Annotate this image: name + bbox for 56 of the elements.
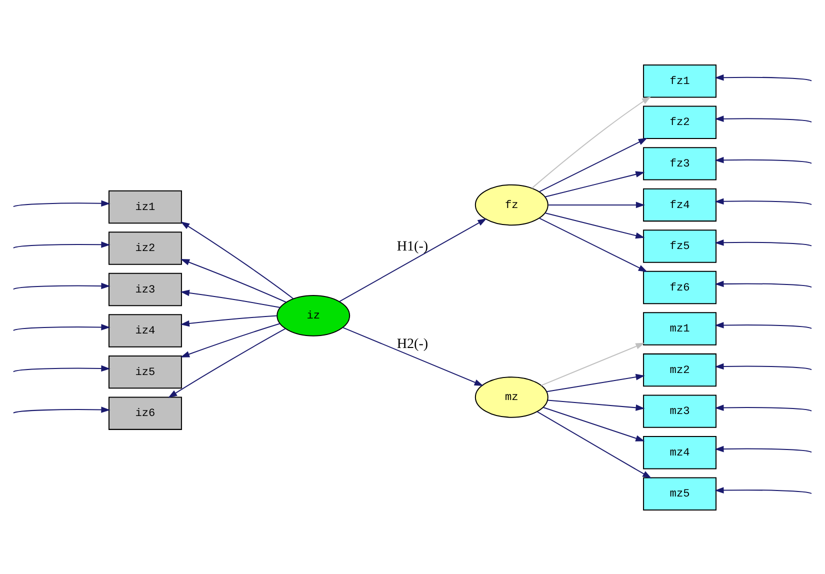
arrow xyxy=(180,289,280,308)
arrow xyxy=(544,170,645,197)
arrow xyxy=(714,238,812,246)
node-box: fz4 xyxy=(643,188,717,222)
arrow xyxy=(542,406,645,441)
arrow xyxy=(544,212,645,238)
node-box: iz4 xyxy=(108,314,182,347)
arrow xyxy=(714,486,812,494)
arrow xyxy=(339,218,487,302)
arrow xyxy=(532,96,651,188)
node-box: fz6 xyxy=(643,270,717,304)
arrow xyxy=(548,201,645,208)
arrow xyxy=(13,200,110,207)
node-box: iz5 xyxy=(108,354,182,388)
arrow xyxy=(714,115,812,122)
arrow xyxy=(13,406,110,414)
node-box: iz3 xyxy=(108,272,182,306)
node-box: fz5 xyxy=(643,229,717,262)
arrow xyxy=(539,217,648,272)
arrow xyxy=(714,445,812,452)
node-box: mz4 xyxy=(643,435,717,469)
arrow xyxy=(168,328,286,398)
arrow xyxy=(714,362,812,370)
arrow xyxy=(13,282,110,290)
edge-label: H1(-) xyxy=(396,238,428,254)
arrow xyxy=(13,241,110,248)
node-box: mz2 xyxy=(643,352,717,386)
arrow xyxy=(714,404,812,411)
arrow xyxy=(714,280,812,288)
node-box: iz1 xyxy=(108,190,182,224)
arrow xyxy=(714,156,812,164)
node-box: mz5 xyxy=(643,476,717,510)
node-box: fz3 xyxy=(643,146,717,180)
arrow xyxy=(180,314,278,326)
arrow xyxy=(180,220,294,299)
arrow xyxy=(548,399,645,410)
arrow xyxy=(714,322,812,328)
node-box: mz1 xyxy=(643,312,717,345)
node-box: fz2 xyxy=(643,105,717,139)
edge-label: H2(-) xyxy=(396,336,428,352)
arrow xyxy=(180,322,280,357)
arrow xyxy=(536,410,652,478)
arrow xyxy=(539,137,648,192)
node-box: fz1 xyxy=(643,64,717,98)
arrow xyxy=(714,74,812,81)
arrow xyxy=(13,324,110,331)
node-ellipse: iz xyxy=(276,294,350,336)
arrow xyxy=(541,342,645,386)
arrow xyxy=(13,364,110,372)
arrow xyxy=(714,198,812,205)
node-box: iz6 xyxy=(108,396,182,430)
arrow xyxy=(546,373,645,392)
arrow xyxy=(180,258,286,302)
node-box: iz2 xyxy=(108,231,182,264)
node-box: mz3 xyxy=(643,394,717,428)
arrow xyxy=(342,326,484,386)
